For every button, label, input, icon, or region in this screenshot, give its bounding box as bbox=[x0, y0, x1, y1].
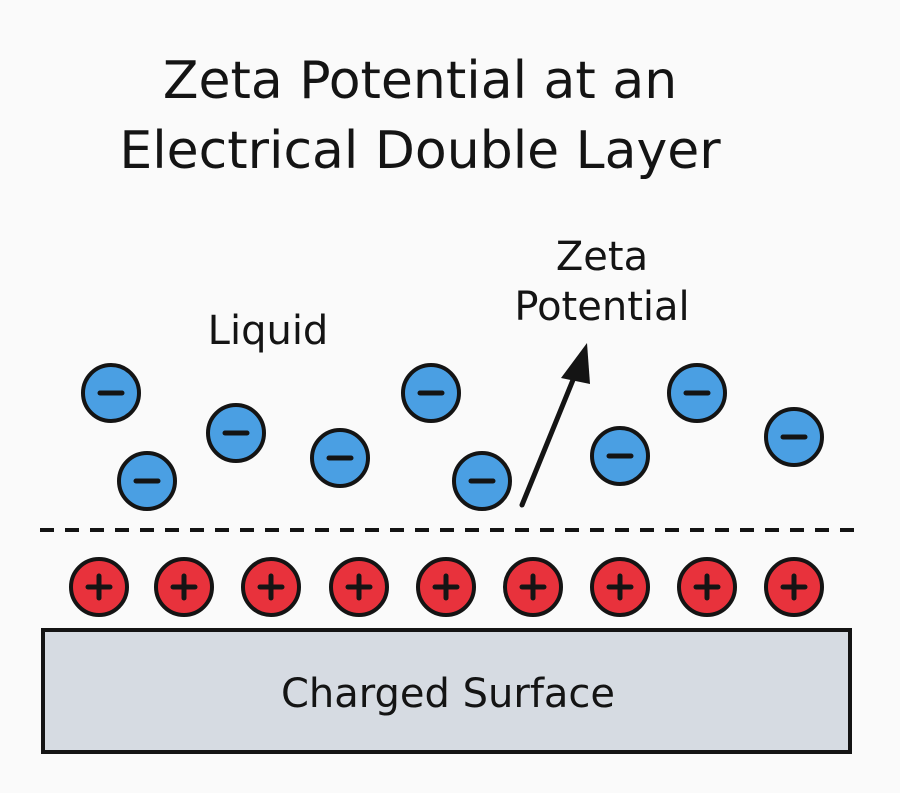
positive-ion bbox=[764, 557, 824, 617]
positive-ion bbox=[416, 557, 476, 617]
charged-surface bbox=[41, 628, 852, 754]
diagram-title-line-2: Electrical Double Layer bbox=[119, 121, 721, 181]
positive-ion bbox=[677, 557, 737, 617]
negative-ion bbox=[117, 451, 177, 511]
positive-ion bbox=[503, 557, 563, 617]
positive-ion bbox=[590, 557, 650, 617]
positive-ion bbox=[69, 557, 129, 617]
charged-surface-label: Charged Surface bbox=[281, 671, 615, 717]
positive-ions-group bbox=[69, 557, 824, 617]
negative-ion bbox=[764, 407, 824, 467]
positive-ion bbox=[154, 557, 214, 617]
positive-ion bbox=[241, 557, 301, 617]
diagram-title-line-1: Zeta Potential at an bbox=[163, 51, 677, 111]
zeta-potential-label-line-1: Zeta bbox=[556, 234, 648, 280]
positive-ion bbox=[329, 557, 389, 617]
zeta-potential-label-line-2: Potential bbox=[514, 284, 689, 330]
negative-ion bbox=[590, 426, 650, 486]
negative-ion bbox=[401, 363, 461, 423]
negative-ion bbox=[81, 363, 141, 423]
negative-ions-group bbox=[81, 363, 824, 511]
negative-ion bbox=[310, 428, 370, 488]
negative-ion bbox=[206, 403, 266, 463]
zeta-potential-arrow bbox=[519, 343, 590, 508]
negative-ion bbox=[452, 451, 512, 511]
liquid-label: Liquid bbox=[208, 308, 329, 354]
negative-ion bbox=[667, 363, 727, 423]
zeta-arrow-shaft bbox=[519, 372, 578, 508]
zeta-arrow-head bbox=[561, 343, 590, 384]
